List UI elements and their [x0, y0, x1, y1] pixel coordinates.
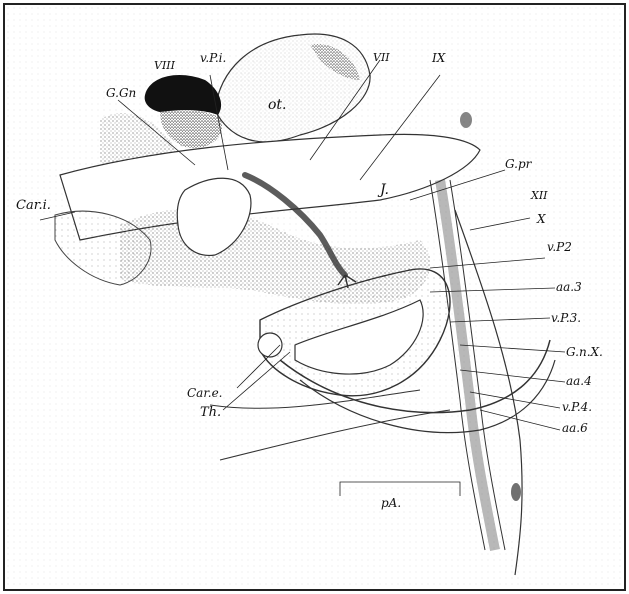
label-vii: VII [373, 52, 390, 63]
carotis-externa-ring [258, 333, 282, 357]
label-aa4: aa.4 [566, 375, 592, 387]
label-j: J. [380, 183, 389, 197]
label-aa3: aa.3 [556, 281, 582, 293]
label-care: Car.e. [187, 387, 222, 399]
label-gpr: G.pr [505, 158, 531, 170]
label-ix: IX [432, 52, 445, 64]
label-vpi: v.P.i. [200, 52, 226, 64]
label-vp3: v.P.3. [551, 312, 581, 324]
label-cari: Car.i. [16, 199, 51, 212]
label-gnx: G.n.X. [566, 346, 603, 358]
label-ggn: G.Gn [106, 87, 136, 99]
label-pa: pA. [381, 497, 401, 509]
label-vp4: v.P.4. [562, 401, 592, 413]
label-ot: ot. [268, 98, 287, 112]
label-viii: VIII [154, 60, 175, 71]
label-aa6: aa.6 [562, 422, 588, 434]
label-vp2: v.P2 [547, 241, 572, 253]
label-th: Th. [200, 406, 221, 419]
small-vessel-dot-2 [460, 112, 472, 128]
label-x: X [537, 213, 546, 225]
label-xii: XII [531, 190, 548, 201]
small-vessel-dot-1 [511, 483, 521, 501]
